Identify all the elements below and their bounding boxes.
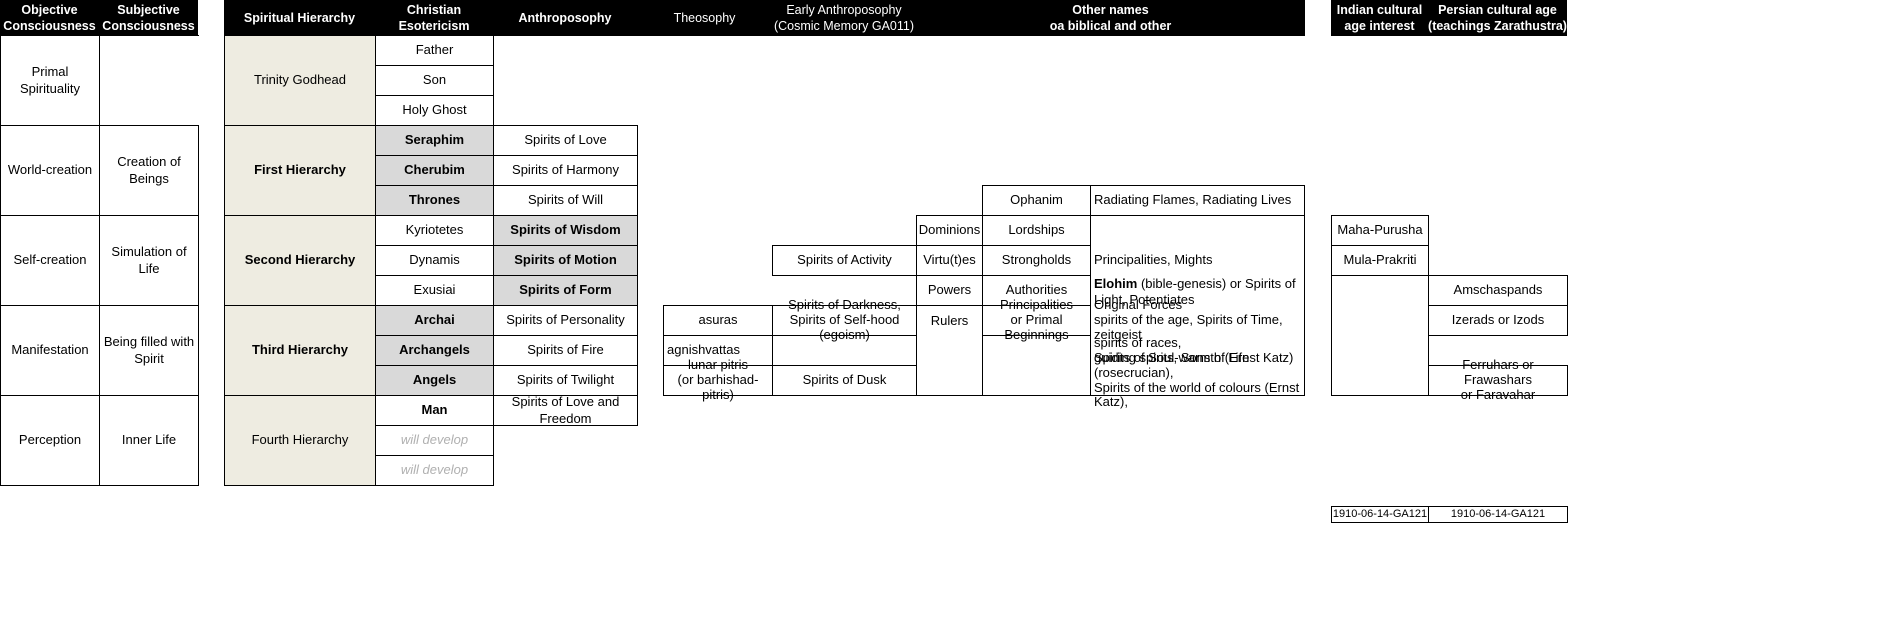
anthroposophy-cell: Spirits of Twilight	[493, 365, 638, 396]
other-names-cell: Strongholds	[982, 245, 1091, 276]
christian-cell: Father	[375, 35, 494, 66]
other-names-cell: Principalities or Primal Beginnings	[982, 297, 1091, 342]
indian-cell	[1331, 275, 1429, 396]
header-hierarchy: Spiritual Hierarchy	[224, 0, 375, 36]
christian-cell: Kyriotetes	[375, 215, 494, 246]
persian-cell: Izerads or Izods	[1428, 305, 1568, 336]
persian-reference: 1910-06-14-GA121	[1428, 506, 1568, 523]
christian-cell: Cherubim	[375, 155, 494, 186]
other-names-cell: Virtu(t)es	[916, 245, 983, 276]
header-early-anthroposophy: Early Anthroposophy (Cosmic Memory GA011…	[772, 0, 916, 36]
hierarchy-third: Third Hierarchy	[224, 305, 376, 396]
indian-reference: 1910-06-14-GA121	[1331, 506, 1429, 523]
objective-cell: Self-creation	[0, 215, 100, 306]
other-names-text: Principalities, Mights	[1094, 252, 1213, 268]
christian-cell: Exusiai	[375, 275, 494, 306]
anthroposophy-cell: Spirits of Form	[493, 275, 638, 306]
christian-cell: Son	[375, 65, 494, 96]
subjective-cell: Creation of Beings	[99, 125, 199, 216]
other-names-text-rest: (bible-genesis) or Spirits of Light, Pot…	[1094, 276, 1296, 307]
other-names-cell: Dominions	[916, 215, 983, 246]
other-names-cell: Radiating Flames, Radiating Lives	[1090, 185, 1305, 216]
other-names-cell: Ophanim	[982, 185, 1091, 216]
theosophy-cell: lunar pitris (or barhishad-pitris)	[663, 357, 773, 402]
objective-cell: World-creation	[0, 125, 100, 216]
early-anthroposophy-cell: Spirits of Activity	[772, 245, 917, 276]
anthroposophy-cell: Spirits of Fire	[493, 335, 638, 366]
objective-cell: Perception	[0, 395, 100, 486]
other-names-cell: Rulers	[916, 305, 983, 396]
hierarchy-second: Second Hierarchy	[224, 215, 376, 306]
other-names-cell	[1090, 215, 1305, 396]
indian-cell: Mula-Prakriti	[1331, 245, 1429, 276]
subjective-cell: Being filled with Spirit	[99, 305, 199, 396]
other-names-text: Original Forces spirits of the age, Spir…	[1094, 297, 1283, 342]
other-names-cell	[982, 335, 1091, 396]
other-names-text: spirits of races, Spirits of Soul-warmth…	[1094, 334, 1294, 365]
hierarchy-trinity: Trinity Godhead	[224, 35, 376, 126]
early-anthroposophy-cell: Spirits of Darkness, Spirits of Self-hoo…	[772, 297, 917, 342]
indian-cell: Maha-Purusha	[1331, 215, 1429, 246]
header-persian: Persian cultural age (teachings Zarathus…	[1428, 0, 1567, 36]
hierarchy-first: First Hierarchy	[224, 125, 376, 216]
christian-cell: Seraphim	[375, 125, 494, 156]
christian-cell: Man	[375, 395, 494, 426]
header-theosophy: Theosophy	[637, 0, 772, 36]
persian-cell: Ferruhars or Frawashars or Faravahar	[1428, 357, 1568, 402]
header-subjective: Subjective Consciousness	[99, 0, 198, 36]
christian-cell: Holy Ghost	[375, 95, 494, 126]
christian-cell: Dynamis	[375, 245, 494, 276]
theosophy-cell: asuras	[663, 305, 773, 336]
objective-cell: Manifestation	[0, 305, 100, 396]
christian-cell: Angels	[375, 365, 494, 396]
other-names-cell: Lordships	[982, 215, 1091, 246]
objective-cell: Primal Spirituality	[0, 35, 100, 126]
christian-cell: Archangels	[375, 335, 494, 366]
christian-cell: will develop	[375, 455, 494, 486]
subjective-cell: Simulation of Life	[99, 215, 199, 306]
anthroposophy-cell: Spirits of Love	[493, 125, 638, 156]
christian-cell: will develop	[375, 425, 494, 456]
anthroposophy-cell: Spirits of Love and Freedom	[493, 394, 638, 426]
header-objective: Objective Consciousness	[0, 0, 99, 36]
early-anthroposophy-cell	[772, 335, 917, 366]
hierarchy-fourth: Fourth Hierarchy	[224, 395, 376, 486]
other-names-text: guiding spirits, Sons of Life (rosecruci…	[1094, 349, 1300, 410]
other-names-text: Elohim (bible-genesis) or Spirits of Lig…	[1091, 276, 1304, 307]
other-names-text-bold: Elohim	[1094, 276, 1138, 291]
anthroposophy-cell: Spirits of Motion	[493, 245, 638, 276]
header-indian: Indian cultural age interest	[1331, 0, 1428, 36]
persian-cell: Amschaspands	[1428, 275, 1568, 306]
anthroposophy-cell: Spirits of Wisdom	[493, 215, 638, 246]
header-other-names: Other names oa biblical and other	[916, 0, 1305, 36]
christian-cell: Archai	[375, 305, 494, 336]
anthroposophy-cell: Spirits of Will	[493, 185, 638, 216]
christian-cell: Thrones	[375, 185, 494, 216]
other-names-cell: Powers	[916, 275, 983, 306]
header-anthroposophy: Anthroposophy	[493, 0, 637, 36]
subjective-cell: Inner Life	[99, 395, 199, 486]
anthroposophy-cell: Spirits of Personality	[493, 305, 638, 336]
anthroposophy-cell: Spirits of Harmony	[493, 155, 638, 186]
subjective-cell	[99, 35, 199, 126]
header-christian: Christian Esotericism	[375, 0, 493, 36]
early-anthroposophy-cell: Spirits of Dusk	[772, 365, 917, 396]
